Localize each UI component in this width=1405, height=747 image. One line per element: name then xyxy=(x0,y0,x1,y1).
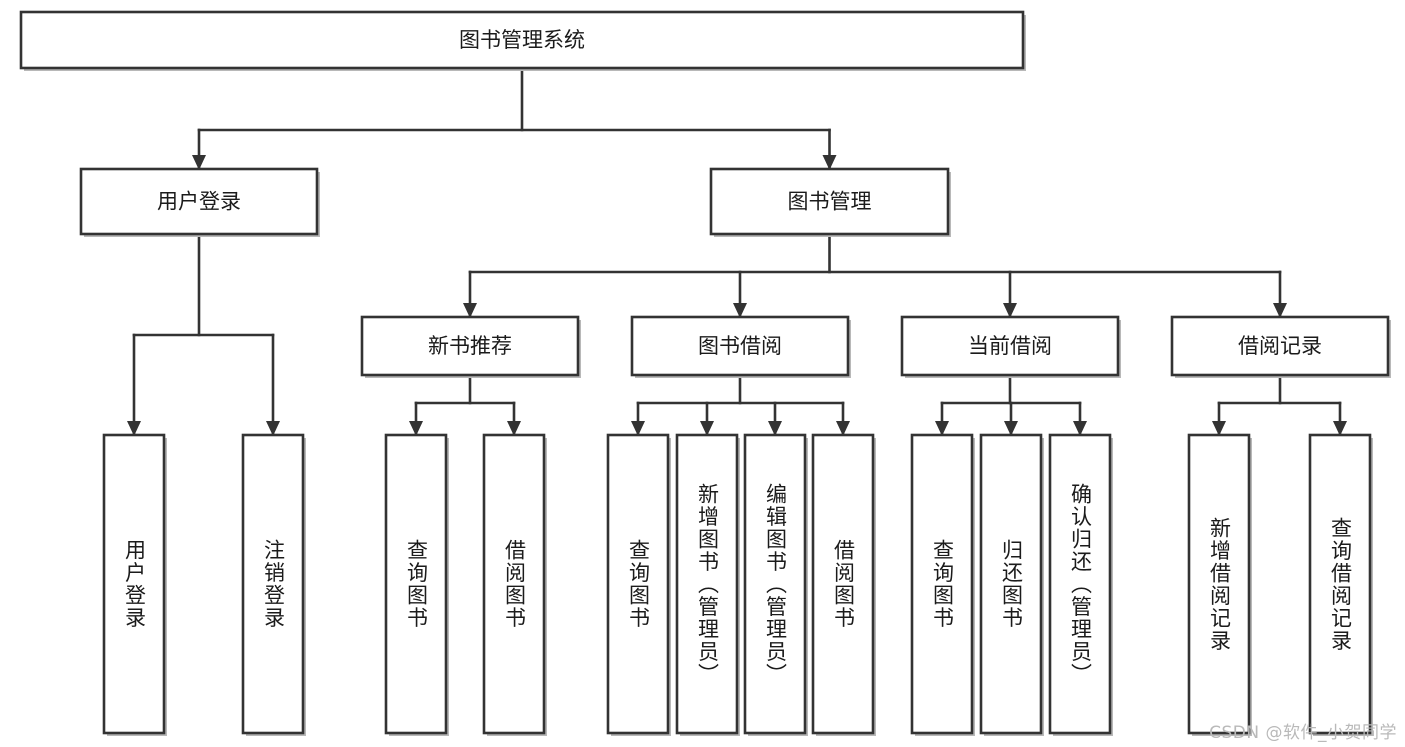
arrow-head xyxy=(1073,421,1087,436)
node-box-borrow-record[interactable] xyxy=(1170,315,1390,377)
arrow-head xyxy=(463,303,477,318)
arrow-head xyxy=(127,421,141,436)
watermark-text: CSDN @软件_小贺同学 xyxy=(1209,723,1397,743)
arrow-head xyxy=(192,155,206,170)
arrow-head xyxy=(836,421,850,436)
node-box-leaf-return-book[interactable] xyxy=(979,433,1043,735)
node-box-leaf-borrow-book-2[interactable] xyxy=(811,433,875,735)
node-box-leaf-edit-book[interactable] xyxy=(743,433,807,735)
node-box-book-manage[interactable] xyxy=(709,167,950,236)
node-box-leaf-query-record[interactable] xyxy=(1308,433,1372,735)
node-label-root: 图书管理系统 xyxy=(459,28,585,52)
node-box-leaf-query-book-1[interactable] xyxy=(384,433,448,735)
node-box-root[interactable] xyxy=(19,10,1025,70)
node-box-leaf-user-login[interactable] xyxy=(102,433,166,735)
arrow-head xyxy=(1212,421,1226,436)
node-box-leaf-add-book[interactable] xyxy=(675,433,739,735)
node-label-book-borrow: 图书借阅 xyxy=(698,334,782,358)
arrow-head xyxy=(822,155,837,170)
node-box-leaf-add-record[interactable] xyxy=(1187,433,1251,735)
arrow-head xyxy=(409,421,423,436)
arrow-head xyxy=(935,421,949,436)
edges-layer xyxy=(127,66,1347,436)
node-box-user-login[interactable] xyxy=(79,167,319,236)
node-box-new-book-rec[interactable] xyxy=(360,315,580,377)
node-box-leaf-logout[interactable] xyxy=(241,433,305,735)
node-box-current-borrow[interactable] xyxy=(900,315,1120,377)
arrow-head xyxy=(768,421,782,436)
node-box-book-borrow[interactable] xyxy=(630,315,850,377)
arrow-head xyxy=(1273,303,1287,318)
arrow-head xyxy=(631,421,645,436)
arrow-head xyxy=(507,421,521,436)
arrow-head xyxy=(1003,303,1017,318)
arrow-head xyxy=(266,421,280,436)
node-label-book-manage: 图书管理 xyxy=(788,190,872,214)
arrow-head xyxy=(1004,421,1018,436)
arrow-head xyxy=(1333,421,1347,436)
node-box-leaf-query-book-2[interactable] xyxy=(606,433,670,735)
arrow-head xyxy=(700,421,714,436)
node-label-new-book-rec: 新书推荐 xyxy=(428,334,512,358)
node-label-borrow-record: 借阅记录 xyxy=(1238,334,1322,358)
arrow-head xyxy=(733,303,747,318)
node-label-current-borrow: 当前借阅 xyxy=(968,334,1052,358)
node-box-leaf-borrow-book-1[interactable] xyxy=(482,433,546,735)
node-box-leaf-confirm-return[interactable] xyxy=(1048,433,1112,735)
node-box-leaf-query-book-3[interactable] xyxy=(910,433,974,735)
node-label-user-login: 用户登录 xyxy=(157,190,241,214)
